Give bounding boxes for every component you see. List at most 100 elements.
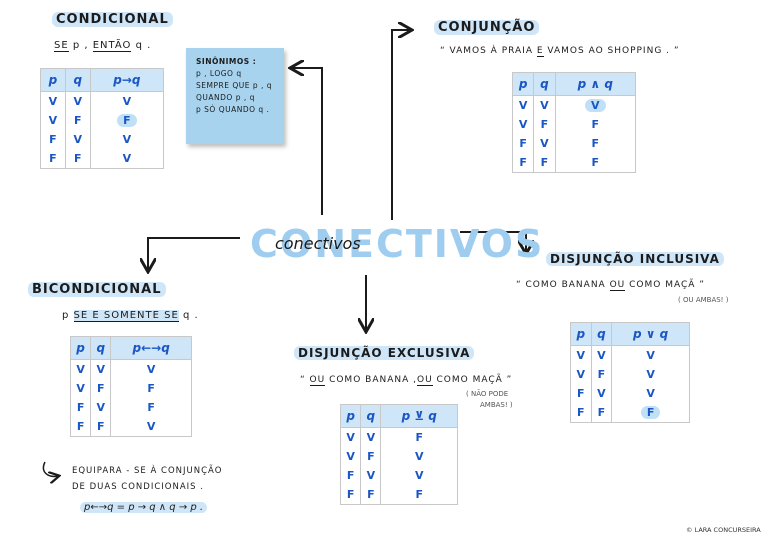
table-cell: V (70, 379, 92, 398)
table-header: p ∨ q (611, 322, 690, 346)
bicondicional-note-line2: DE DUAS CONDICIONAIS . (72, 482, 204, 492)
table-cell: V (570, 365, 592, 384)
table-cell: F (40, 149, 66, 169)
condicional-title: CONDICIONAL (52, 12, 173, 27)
table-cell: V (360, 427, 382, 447)
table-cell-value: F (640, 406, 661, 419)
center-script: conectivos (275, 234, 361, 253)
table-cell: V (40, 91, 66, 111)
table-cell: V (90, 359, 112, 379)
disjuncao-inclusiva-phrase-post: COMO MAÇÃ ” (625, 280, 705, 290)
table-cell-highlight: F (612, 403, 690, 423)
table-cell: V (146, 420, 156, 433)
table-cell: F (360, 485, 382, 505)
table-cell: F (147, 382, 155, 395)
table-cell: F (147, 401, 155, 414)
table-cell: V (591, 345, 613, 365)
condicional-se: SE (54, 40, 69, 52)
table-cell: V (65, 91, 91, 111)
table-cell: F (570, 403, 592, 423)
table-cell: F (512, 134, 535, 153)
table-header: q (90, 336, 112, 360)
note-arrow (42, 461, 58, 476)
disjuncao-exclusiva-key2: OU (416, 375, 433, 386)
conjuncao-phrase-post: VAMOS AO SHOPPING . ” (543, 46, 680, 56)
table-cell: V (65, 130, 91, 149)
table-cell: F (340, 466, 362, 485)
table-cell: F (533, 153, 556, 173)
bicondicional-key: SE E SOMENTE SE (73, 310, 179, 322)
table-header-row: p q p ∧ q (512, 72, 636, 96)
table-cell: V (122, 133, 132, 146)
table-cell: F (512, 153, 535, 173)
disjuncao-exclusiva-key1: OU (309, 375, 326, 386)
table-cell: F (340, 485, 362, 505)
table-cell: V (512, 95, 535, 115)
table-cell: F (65, 149, 91, 169)
conjuncao-phrase: “ VAMOS À PRAIA E VAMOS AO SHOPPING . ” (440, 46, 680, 57)
bicondicional-note-line1: EQUIPARA - SE À CONJUNÇÃO (72, 466, 223, 476)
table-cell: V (70, 359, 92, 379)
arrow-to-disjuncao-inclusiva (460, 231, 526, 252)
credit-text: © LARA CONCURSEIRA (686, 526, 761, 534)
table-header: p→q (90, 68, 164, 92)
table-cell: V (646, 387, 655, 400)
conjuncao-phrase-pre: “ VAMOS À PRAIA (440, 46, 537, 56)
disjuncao-exclusiva-phrase: “ OU COMO BANANA ,OU COMO MAÇÃ ” (300, 375, 512, 386)
table-cell: V (90, 398, 112, 417)
table-cell-highlight: F (90, 111, 163, 130)
bicondicional-phrase-post: q . (178, 310, 199, 321)
disjuncao-inclusiva-phrase: “ COMO BANANA OU COMO MAÇÃ ” (516, 280, 705, 291)
table-cell: V (122, 152, 132, 165)
table-header: p←→q (110, 336, 192, 360)
disjuncao-exclusiva-title: DISJUNÇÃO EXCLUSIVA (294, 346, 475, 360)
table-header: q (533, 72, 556, 96)
table-cell: F (360, 447, 382, 466)
sinonimos-item: SEMPRE QUE p , q (196, 81, 273, 90)
disjuncao-inclusiva-side: ( OU AMBAS! ) (678, 296, 729, 304)
table-cell: F (415, 431, 423, 444)
table-cell-value: F (117, 114, 137, 127)
table-cell: V (340, 447, 362, 466)
table-cell: V (512, 115, 535, 134)
table-header: p ⊻ q (380, 404, 458, 428)
table-header-row: p q p←→q (70, 336, 192, 360)
table-cell: V (340, 427, 362, 447)
table-cell: F (70, 398, 92, 417)
table-header: p (512, 72, 535, 96)
disjuncao-exclusiva-mid: COMO BANANA , (325, 375, 417, 385)
table-cell: V (570, 345, 592, 365)
table-cell: F (591, 156, 600, 169)
disjuncao-inclusiva-key: OU (609, 280, 626, 291)
table-cell: F (70, 417, 92, 437)
conjuncao-title: CONJUNÇÃO (434, 20, 540, 35)
table-cell: F (90, 417, 112, 437)
table-cell-highlight: V (555, 96, 635, 116)
table-cell: F (40, 130, 66, 149)
table-cell: V (591, 384, 613, 403)
table-cell: V (533, 95, 556, 115)
disjuncao-exclusiva-side2: AMBAS! ) (480, 401, 513, 409)
table-cell: V (414, 469, 424, 482)
table-cell: F (570, 384, 592, 403)
table-cell: F (65, 111, 91, 130)
table-cell: F (591, 137, 600, 150)
